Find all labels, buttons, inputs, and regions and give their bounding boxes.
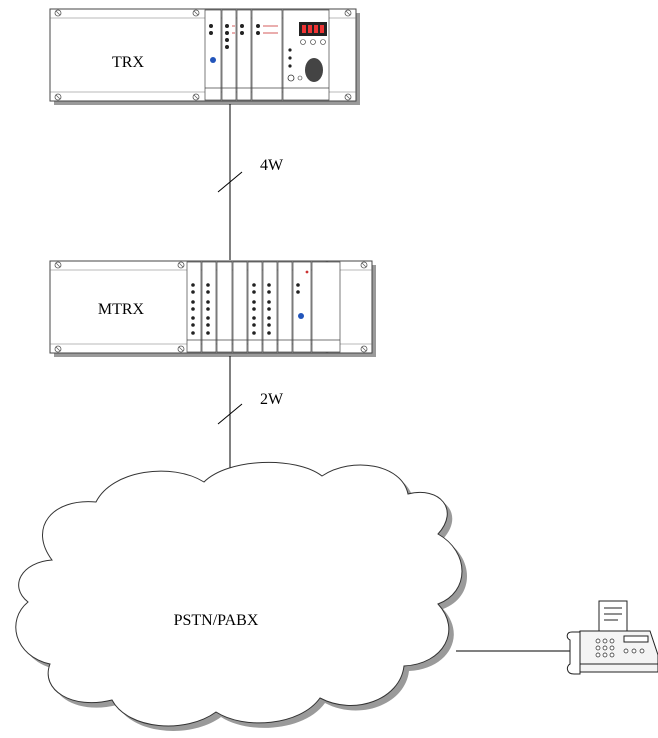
link-trx-mtrx-tick xyxy=(217,171,243,193)
link-mtrx-cloud-tick xyxy=(217,403,243,425)
mtrx-knob-icon xyxy=(298,313,304,319)
pstn-cloud[interactable]: PSTN/PABX xyxy=(15,461,467,731)
trx-label: TRX xyxy=(112,54,144,71)
cloud-label: PSTN/PABX xyxy=(174,612,259,629)
link-mtrx-cloud-label: 2W xyxy=(260,391,284,408)
link-trx-mtrx-label: 4W xyxy=(260,157,284,174)
mtrx-modules xyxy=(186,261,341,353)
mtrx-rack[interactable]: MTRX xyxy=(49,260,376,357)
trx-speaker-icon xyxy=(305,58,323,82)
trx-knob-icon xyxy=(210,57,216,63)
mtrx-label: MTRX xyxy=(98,301,145,318)
trx-rack[interactable]: TRX xyxy=(49,8,360,105)
fax-machine-icon[interactable] xyxy=(566,600,658,675)
